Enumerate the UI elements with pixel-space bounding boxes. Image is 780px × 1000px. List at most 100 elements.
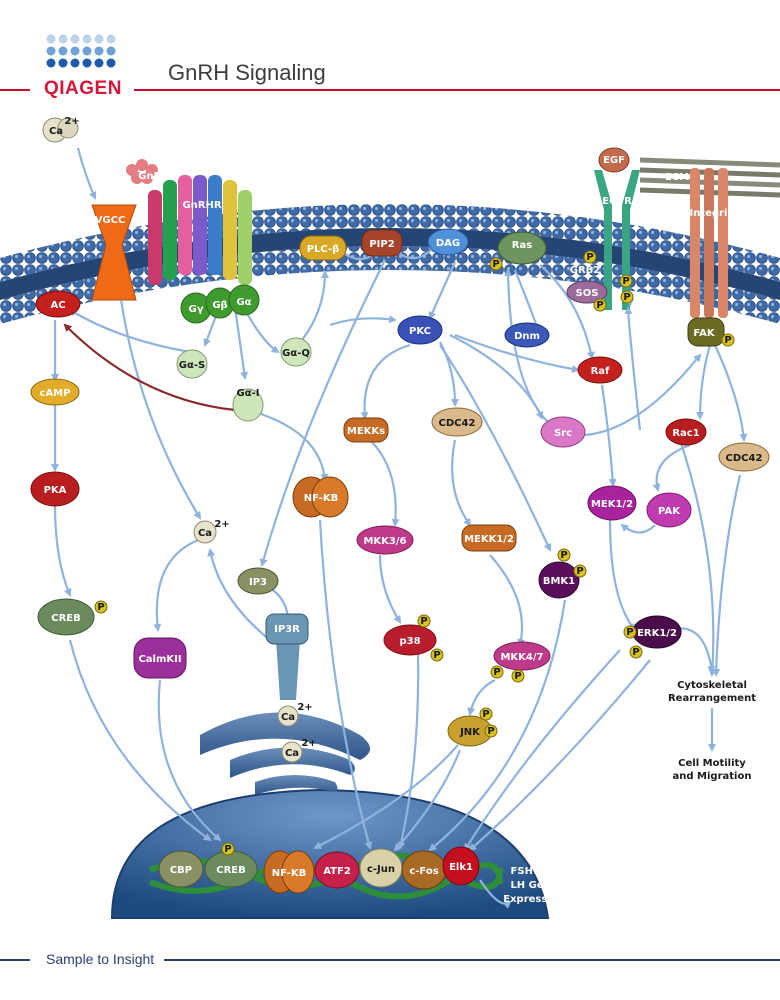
qiagen-logo-text: QIAGEN: [44, 78, 122, 99]
mekks-label: MEKKs: [347, 426, 385, 437]
p38-label: p38: [399, 636, 420, 647]
mek12-label: MEK1/2: [591, 499, 633, 510]
pka-label: PKA: [44, 485, 67, 496]
g-alpha-i-node: Gα-I: [232, 388, 264, 422]
phospho-bmk1-2: P: [576, 566, 583, 577]
ca-er2-label: Ca: [285, 748, 299, 759]
phospho-jnk-2: P: [487, 726, 494, 737]
sos-node: SOS: [566, 280, 608, 304]
phospho-p38-1: P: [420, 616, 427, 627]
pip2-label: PIP2: [369, 239, 394, 250]
integrin-label: Integrin: [689, 208, 734, 219]
phospho-p38-2: P: [433, 650, 440, 661]
nfkb-node: NF-KB: [292, 476, 349, 518]
phospho-markers: P P P P P P P P P P P P P P P P P P: [94, 250, 735, 856]
bmk1-label: BMK1: [543, 576, 575, 587]
integrin-receptor: [690, 168, 728, 318]
camkii-node: CalmKII: [133, 637, 187, 679]
cfos-label: c-Fos: [409, 866, 438, 877]
phospho-jnk-1: P: [482, 709, 489, 720]
dag-node: DAG: [427, 228, 469, 256]
pip2-node: PIP2: [361, 229, 403, 257]
ras-node: Ras: [497, 231, 547, 265]
header-divider-left: [0, 89, 30, 91]
cytoskeletal-note-line1: Cytoskeletal: [677, 680, 747, 691]
rac1-label: Rac1: [672, 428, 699, 439]
g-beta-label: Gβ: [212, 300, 227, 311]
qiagen-logo-mark: [46, 34, 116, 68]
mkk47-node: MKK4/7: [493, 641, 551, 671]
vgcc-label: VGCC: [95, 215, 126, 226]
cbp-node: CBP: [158, 850, 204, 888]
ca-mid-node: Ca 2+: [193, 519, 230, 544]
g-alpha-q-node: Gα-Q: [280, 337, 312, 367]
g-alpha-label: Gα: [236, 297, 251, 308]
creb-nuclear-node: CREB: [204, 850, 258, 888]
mkk36-node: MKK3/6: [356, 525, 414, 555]
ras-label: Ras: [512, 240, 532, 251]
fsh-note-line2: LH Gene: [510, 880, 557, 891]
phospho-creb-nuclear: P: [224, 844, 231, 855]
cdc42-right-label: CDC42: [726, 453, 763, 464]
gnrhr-label: GnRHR: [182, 200, 221, 211]
cdc42-right-node: CDC42: [718, 442, 770, 472]
cjun-label: c-Jun: [367, 864, 395, 875]
dag-label: DAG: [436, 238, 460, 249]
mekk12-node: MEKK1/2: [461, 524, 517, 552]
motility-note-line2: and Migration: [673, 771, 752, 782]
g-alpha-s-label: Gα-S: [179, 360, 205, 371]
phospho-grb2: P: [586, 252, 593, 263]
cytoskeletal-note-line2: Rearrangement: [668, 693, 756, 704]
bmk1-node: BMK1: [538, 561, 580, 599]
sos-label: SOS: [576, 288, 599, 299]
phospho-erk12-2: P: [632, 647, 639, 658]
cdc42-mid-label: CDC42: [439, 418, 476, 429]
src-label: Src: [554, 428, 572, 439]
motility-note-line1: Cell Motility: [678, 758, 746, 769]
camkii-label: CalmKII: [138, 654, 181, 665]
ca-er1-node: Ca 2+: [277, 702, 313, 727]
ca-er1-label: Ca: [281, 712, 295, 723]
page-header: QIAGEN GnRH Signaling: [0, 0, 780, 110]
dnm-label: Dnm: [514, 331, 540, 342]
fak-label: FAK: [693, 328, 715, 339]
endoplasmic-reticulum: [200, 640, 370, 795]
camp-label: cAMP: [40, 388, 71, 399]
p38-node: p38: [383, 624, 437, 656]
ca-er2-node: Ca 2+: [281, 738, 317, 763]
g-alpha-q-label: Gα-Q: [282, 348, 310, 359]
footer-divider-left: [0, 959, 30, 961]
gnrh-label: GnRH: [138, 171, 169, 182]
mek12-node: MEK1/2: [587, 485, 637, 521]
cjun-node: c-Jun: [359, 848, 403, 888]
ac-label: AC: [50, 300, 65, 311]
phospho-creb: P: [97, 602, 104, 613]
ca-top-superscript: 2+: [64, 116, 79, 127]
erk12-label: ERK1/2: [637, 628, 677, 639]
creb-label: CREB: [51, 613, 81, 624]
ip3r-label: IP3R: [274, 624, 300, 635]
ip3-label: IP3: [249, 577, 267, 588]
phospho-mkk47-2: P: [514, 671, 521, 682]
pka-node: PKA: [30, 471, 80, 507]
atf2-node: ATF2: [314, 851, 360, 889]
phospho-bmk1-1: P: [560, 550, 567, 561]
g-alpha-s-node: Gα-S: [176, 349, 208, 379]
plc-beta-label: PLC-β: [307, 244, 340, 255]
plc-beta-node: PLC-β: [299, 235, 347, 261]
ca-er1-superscript: 2+: [297, 702, 312, 713]
egfr-label: EGFR: [602, 196, 632, 207]
ca-top-label: Ca: [49, 126, 63, 137]
fsh-note-line3: Expression: [503, 894, 564, 905]
ecm-label: ECM: [665, 172, 689, 183]
ca-er2-superscript: 2+: [301, 738, 316, 749]
ac-node: AC: [35, 290, 81, 318]
grb2-label: GRB2: [570, 265, 601, 276]
fsh-note-line1: FSH and: [511, 866, 558, 877]
erk12-node: ERK1/2: [632, 615, 682, 649]
atf2-label: ATF2: [323, 866, 351, 877]
phospho-mkk47-1: P: [493, 667, 500, 678]
ip3-node: IP3: [237, 567, 279, 595]
gnrhr-receptor: [148, 175, 252, 285]
